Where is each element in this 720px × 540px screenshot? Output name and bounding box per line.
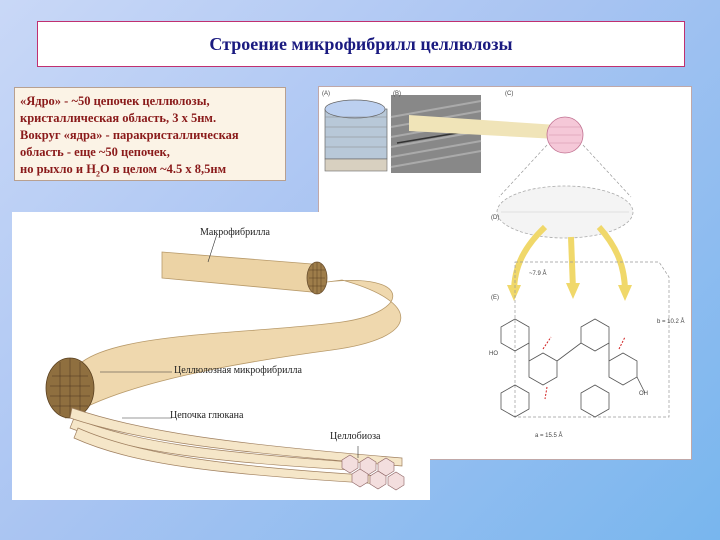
slide-title: Строение микрофибрилл целлюлозы <box>209 33 513 54</box>
cellobiose-hexagons <box>341 454 405 491</box>
panel-d-label: (D) <box>491 215 499 221</box>
microfibril-curved <box>65 279 402 419</box>
note-line-3: Вокруг «ядра» - паракристаллическая <box>20 128 239 142</box>
dimension-b: b = 10.2 Å <box>657 318 685 325</box>
dimension-left: ~7.9 Å <box>529 270 547 277</box>
label-macrofibril: Макрофибрилла <box>200 227 270 238</box>
panel-c-label: (C) <box>505 91 513 97</box>
fibril-diagram <box>45 233 405 491</box>
label-glucan-chain: Цепочка глюкана <box>170 410 244 421</box>
label-microfibril: Целлюлозная микрофибрилла <box>174 365 302 376</box>
panel-a-block <box>324 99 388 172</box>
yellow-arrows <box>507 224 632 301</box>
panel-e-label: (E) <box>491 295 499 301</box>
note-line-4: область - еще ~50 цепочек, <box>20 145 170 159</box>
macrofibril-body <box>161 251 313 293</box>
dimension-a: a = 15.5 Å <box>535 432 563 439</box>
note-line-1: «Ядро» - ~50 цепочек целлюлозы, <box>20 94 210 108</box>
panel-b-label: (B) <box>393 91 401 97</box>
glucose-rings <box>500 318 646 418</box>
hydrogen-bonds <box>542 336 626 400</box>
zoom-cone <box>498 144 632 198</box>
note-line-5-b: O в целом ~4.5 х 8,5нм <box>99 162 227 176</box>
atom-label-oh: OH <box>639 391 648 397</box>
slide-title-box: Строение микрофибрилл целлюлозы <box>37 21 685 67</box>
atom-label-ho: HO <box>489 351 498 357</box>
note-line-5: но рыхло и H2O в целом ~4.5 х 8,5нм <box>20 162 226 179</box>
unit-cell-box <box>514 261 670 418</box>
label-cellobiose: Целлобиоза <box>330 431 381 442</box>
panel-a-label: (A) <box>322 91 330 97</box>
leader-macrofibril <box>207 233 218 263</box>
note-line-5-a: но рыхло и H <box>20 162 96 176</box>
info-note: «Ядро» - ~50 цепочек целлюлозы, кристалл… <box>14 87 286 181</box>
fibril-hierarchy-figure: Макрофибрилла Целлюлозная микрофибрилла … <box>12 212 430 500</box>
note-subscript: 2 <box>95 169 100 179</box>
zoom-beam <box>409 115 557 139</box>
note-line-2: кристаллическая область, 3 x 5нм. <box>20 111 217 125</box>
structure-diagram: HO OH (A) (B) (C) (D) (E) ~7.9 Å b = 10.… <box>322 91 685 439</box>
